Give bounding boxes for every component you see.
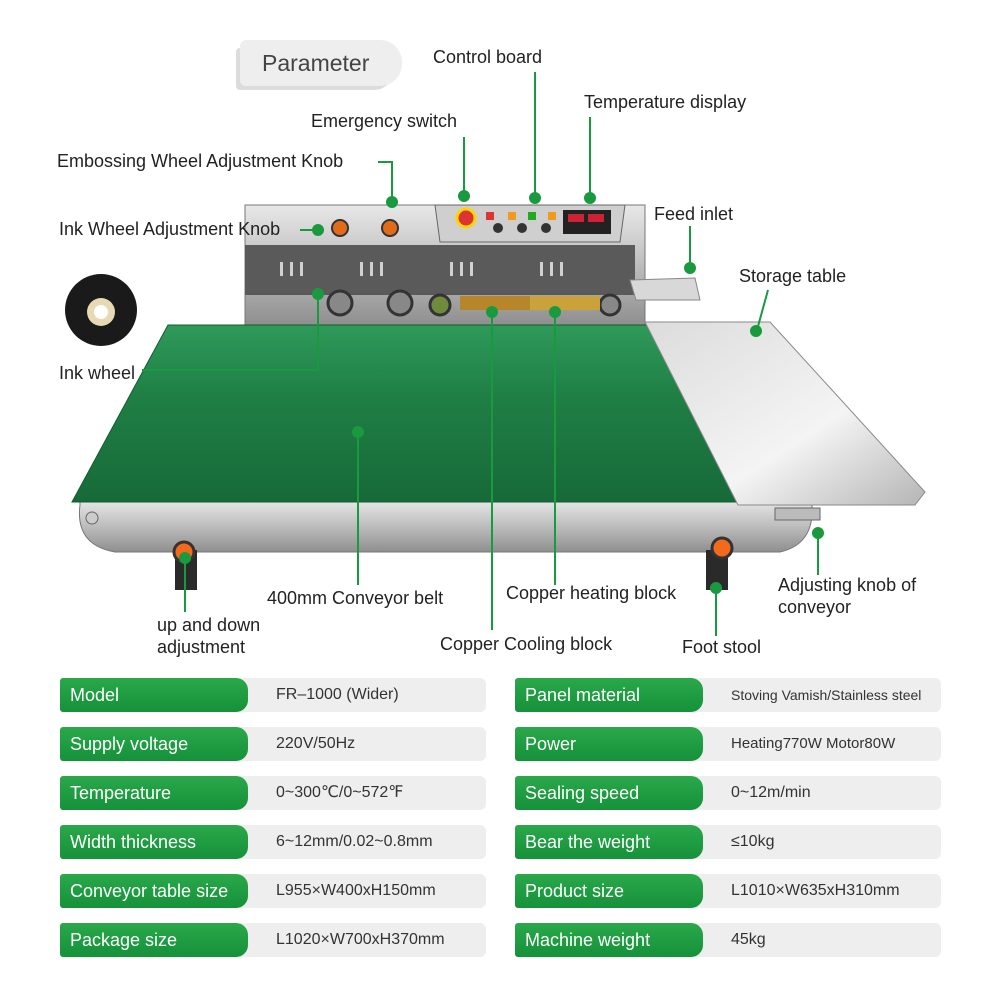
spec-value: L1020×W700xH370mm: [240, 923, 486, 957]
spec-key: Power: [515, 727, 703, 761]
spec-value: L1010×W635xH310mm: [695, 874, 941, 908]
spec-value: Stoving Vamish/Stainless steel: [695, 678, 941, 712]
spec-key: Panel material: [515, 678, 703, 712]
label-conveyor-belt: 400mm Conveyor belt: [267, 588, 444, 608]
label-storage-table: Storage table: [739, 266, 847, 286]
storage-table: [644, 321, 926, 506]
label-feed-inlet: Feed inlet: [654, 204, 734, 224]
label-ink-knob: Ink Wheel Adjustment Knob: [59, 219, 281, 239]
spec-key: Package size: [60, 923, 248, 957]
label-embossing-knob: Embossing Wheel Adjustment Knob: [57, 151, 344, 171]
label-ink-wheel: Ink wheel: [59, 363, 136, 383]
spec-value: 6~12mm/0.02~0.8mm: [240, 825, 486, 859]
parameter-title: Parameter: [262, 50, 370, 76]
label-up-down: up and down adjustment: [157, 615, 261, 657]
label-temperature-display: Temperature display: [584, 92, 747, 112]
spec-key: Bear the weight: [515, 825, 703, 859]
spec-value: 45kg: [695, 923, 941, 957]
spec-key: Machine weight: [515, 923, 703, 957]
label-emergency-switch: Emergency switch: [311, 111, 458, 131]
spec-value: FR–1000 (Wider): [240, 678, 486, 712]
spec-key: Supply voltage: [60, 727, 248, 761]
sealing-machine-illustration: [65, 72, 926, 636]
conveyor-belt: [71, 324, 739, 503]
spec-key: Model: [60, 678, 248, 712]
spec-key: Temperature: [60, 776, 248, 810]
label-foot-stool: Foot stool: [682, 637, 762, 657]
spec-value: ≤10kg: [695, 825, 941, 859]
spec-key: Product size: [515, 874, 703, 908]
ink-wheel-image: [65, 274, 137, 346]
spec-key: Conveyor table size: [60, 874, 248, 908]
spec-value: L955×W400xH150mm: [240, 874, 486, 908]
label-control-board: Control board: [433, 47, 543, 67]
label-adjusting-knob: Adjusting knob of conveyor: [778, 575, 917, 617]
spec-key: Width thickness: [60, 825, 248, 859]
spec-value: 220V/50Hz: [240, 727, 486, 761]
sealing-head: [244, 204, 701, 326]
callout-lines: [142, 72, 824, 636]
spec-value: Heating770W Motor80W: [695, 727, 941, 761]
spec-key: Sealing speed: [515, 776, 703, 810]
label-copper-cooling: Copper Cooling block: [440, 634, 613, 654]
parameter-tag: Parameter: [240, 40, 402, 86]
label-copper-heating: Copper heating block: [506, 583, 677, 603]
spec-value: 0~300℃/0~572℉: [240, 776, 486, 810]
spec-value: 0~12m/min: [695, 776, 941, 810]
